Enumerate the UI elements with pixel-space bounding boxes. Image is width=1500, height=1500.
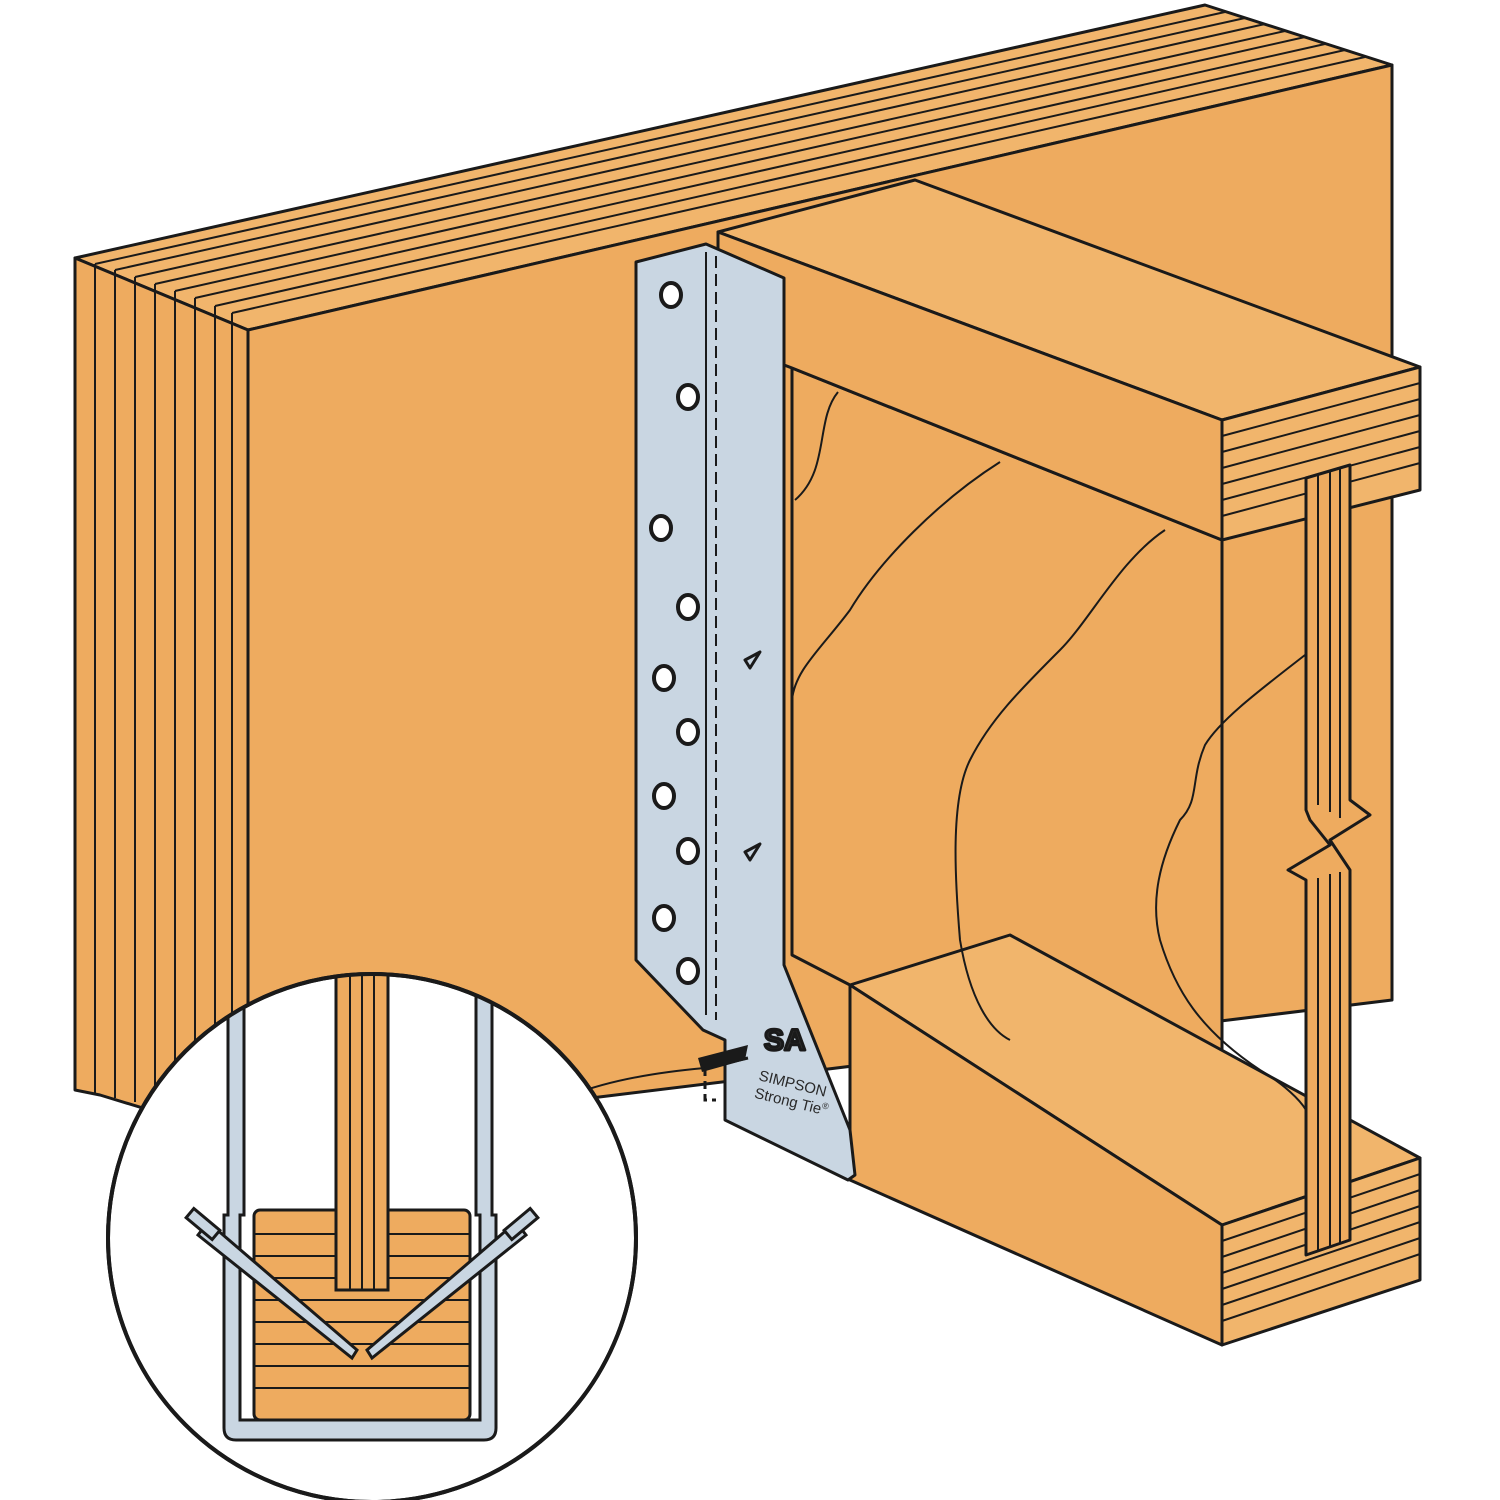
header-beam-laminations-end [94,264,233,1128]
inset-hanger-channel [222,974,498,1442]
wood-grain-lines [791,391,1307,1111]
header-beam-end-face [73,256,250,1142]
hanger-flange [634,242,857,1182]
i-joist [716,178,1422,1347]
nail-direction-arrow [698,1045,749,1102]
inset-nail-right [365,1206,540,1361]
detail-inset [106,972,638,1500]
hanger-nail-holes [649,281,700,985]
joist-web-end [1286,463,1372,1257]
joist-hanger: SA SIMPSON Strong Tie® [634,242,857,1182]
inset-nail-left [184,1206,359,1361]
hanger-logo: SA [764,1024,806,1057]
hanger-triangle-holes [743,650,762,862]
header-beam-laminations-top [94,11,1366,314]
